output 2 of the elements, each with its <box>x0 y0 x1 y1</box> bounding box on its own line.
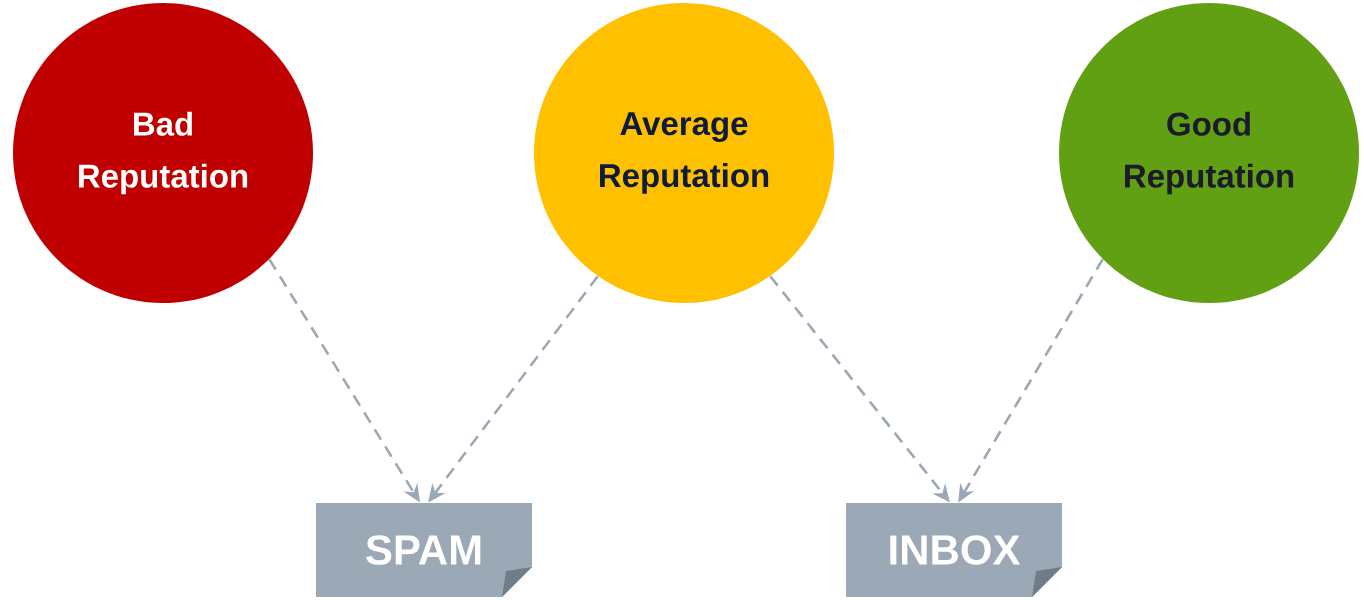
folder-box: INBOX <box>846 503 1062 597</box>
folder-box: SPAM <box>316 503 532 597</box>
